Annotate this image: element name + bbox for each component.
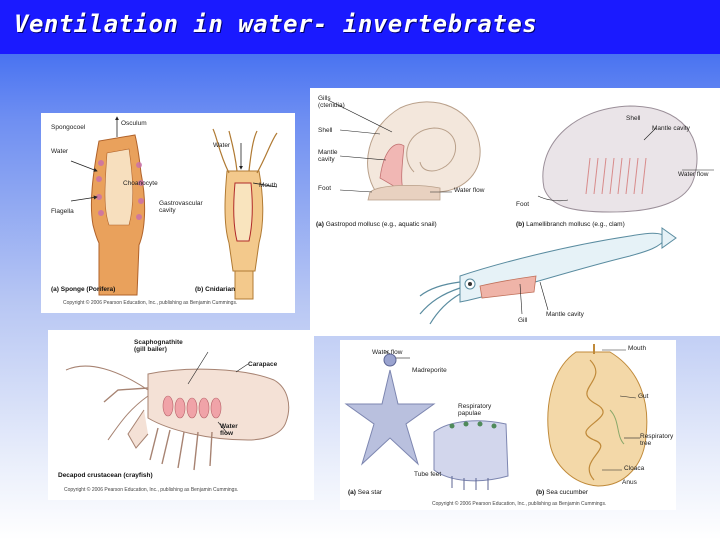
caption-sea-star-text: Sea star: [357, 489, 382, 496]
label-respiratory-papulae: Respiratory papulae: [458, 403, 492, 417]
label-osculum: Osculum: [121, 120, 147, 127]
mollusc-drawing: [327, 99, 714, 325]
label-mantle-cavity-clam: Mantle cavity: [652, 125, 690, 132]
label-mouth-seacucumber: Mouth: [628, 345, 647, 352]
label-respiratory-tree: Respiratory tree: [640, 433, 674, 447]
caption-cnidarian: (b) Cnidarian: [195, 286, 236, 294]
label-shell-snail: Shell: [318, 127, 333, 134]
label-mouth-cnidarian: Mouth: [259, 182, 278, 189]
title-bar: Ventilation in water- invertebrates: [0, 0, 720, 54]
label-water-flow-crayfish: Water flow: [220, 423, 238, 437]
label-foot-snail: Foot: [318, 185, 332, 192]
caption-sea-star: (a) Sea star: [348, 489, 382, 497]
label-gastrovascular-cavity: Gastrovascular cavity: [159, 200, 203, 214]
caption-gastropod-text: Gastropod mollusc (e.g., aquatic snail): [325, 221, 437, 228]
caption-cnidarian-text: Cnidarian: [205, 286, 236, 293]
caption-crayfish: Decapod crustacean (crayfish): [58, 472, 153, 480]
caption-sea-star-letter: (a): [348, 489, 356, 496]
label-water-flow-seastar: Water flow: [372, 349, 403, 356]
slide-title: Ventilation in water- invertebrates: [14, 10, 538, 38]
label-gut: Gut: [638, 393, 649, 400]
caption-lamellibranch-text: Lamellibranch mollusc (e.g., clam): [526, 221, 625, 228]
copyright-crayfish: Copyright © 2006 Pearson Education, Inc.…: [64, 487, 239, 493]
caption-gastropod: (a) Gastropod mollusc (e.g., aquatic sna…: [316, 221, 437, 229]
label-scaphognathite: Scaphognathite (gill bailer): [134, 339, 183, 353]
crayfish-drawing: [65, 351, 290, 471]
label-foot-clam: Foot: [516, 201, 530, 208]
caption-sponge-letter: (a): [51, 286, 59, 293]
label-spongocoel: Spongocoel: [51, 124, 86, 131]
label-water-cnidarian: Water: [213, 142, 231, 149]
label-flagella: Flagella: [51, 208, 74, 215]
copyright-echinoderms: Copyright © 2006 Pearson Education, Inc.…: [432, 501, 607, 507]
echinoderm-drawing: [344, 344, 648, 490]
label-madreporite: Madreporite: [412, 367, 447, 374]
caption-lamellibranch: (b) Lamellibranch mollusc (e.g., clam): [516, 221, 625, 229]
caption-lamellibranch-letter: (b): [516, 221, 525, 228]
label-gills: Gills (ctenidia): [318, 95, 345, 109]
label-water-flow-snail: Water flow: [454, 187, 485, 194]
sponge-cnidarian-figure: Spongocoel Osculum Water Choanocyte Flag…: [41, 113, 295, 313]
caption-sea-cucumber-letter: (b): [536, 489, 545, 496]
label-choanocyte: Choanocyte: [123, 180, 158, 187]
caption-sponge: (a) Sponge (Porifera): [51, 286, 116, 294]
label-water-flow-clam: Water flow: [678, 171, 709, 178]
label-mantle-cavity-snail: Mantle cavity: [318, 149, 338, 163]
label-carapace: Carapace: [248, 361, 278, 368]
label-mantle-cavity-squid: Mantle cavity: [546, 311, 584, 318]
label-shell-clam: Shell: [626, 115, 641, 122]
label-gill-squid: Gill: [518, 317, 528, 324]
label-water-sponge: Water: [51, 148, 69, 155]
label-cloaca: Cloaca: [624, 465, 645, 472]
echinoderm-figure: Water flow Madreporite Respiratory papul…: [340, 340, 676, 510]
label-tube-feet: Tube feet: [414, 471, 442, 478]
crayfish-figure: Scaphognathite (gill bailer) Carapace Wa…: [48, 330, 314, 500]
caption-crayfish-text: Decapod crustacean (crayfish): [58, 472, 153, 479]
caption-cnidarian-letter: (b): [195, 286, 204, 293]
mollusc-figure: Gills (ctenidia) Shell Mantle cavity Foo…: [310, 88, 720, 336]
sponge-cnidarian-drawing: [70, 116, 278, 300]
caption-sea-cucumber: (b) Sea cucumber: [536, 489, 589, 497]
label-anus: Anus: [622, 479, 637, 486]
caption-gastropod-letter: (a): [316, 221, 324, 228]
caption-sponge-text: Sponge (Porifera): [60, 286, 116, 293]
caption-sea-cucumber-text: Sea cucumber: [546, 489, 589, 496]
copyright-sponge: Copyright © 2006 Pearson Education, Inc.…: [63, 300, 238, 306]
